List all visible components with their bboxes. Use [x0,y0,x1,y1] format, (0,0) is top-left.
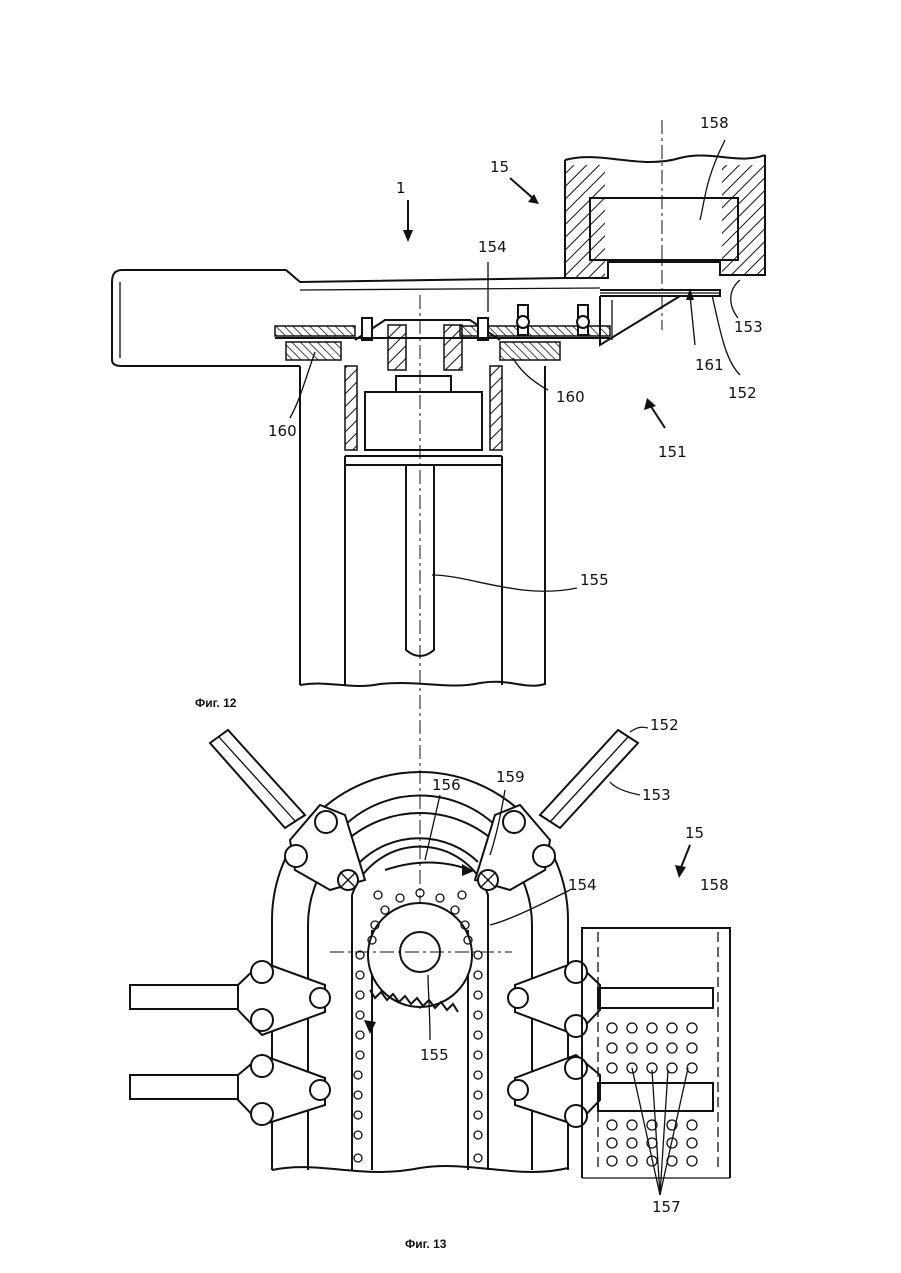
hole-157 [627,1156,637,1166]
figure-13: 152 153 156 159 15 154 158 155 157 Фиг. … [130,716,730,1251]
ref-label-154: 154 [478,238,507,256]
hole-157 [607,1023,617,1033]
hole-157 [627,1043,637,1053]
hole-157 [627,1023,637,1033]
side-gripper-plates [130,961,600,1127]
figure-12: 1 15 158 154 153 161 152 160 160 151 155… [112,114,765,1010]
ref-label-158-fig13: 158 [700,876,729,894]
central-gear [330,889,512,1162]
ref-label-151: 151 [658,443,687,461]
ref-label-161: 161 [695,356,724,374]
arm-plate [112,270,720,366]
hole-157 [607,1063,617,1073]
ref-label-160-left: 160 [268,422,297,440]
hole-157 [687,1120,697,1130]
hole-157 [687,1138,697,1148]
hole-157 [647,1043,657,1053]
hole-157 [607,1043,617,1053]
hole-157 [607,1120,617,1130]
hole-157 [687,1043,697,1053]
figure-12-caption: Фиг. 12 [195,696,237,710]
sprocket-holes-right [474,951,482,1162]
hole-157 [627,1138,637,1148]
ref-label-160-right: 160 [556,388,585,406]
hole-157 [687,1156,697,1166]
rotor-hub [275,305,610,370]
ref-label-159: 159 [496,768,525,786]
ref-label-154-fig13: 154 [568,876,597,894]
ref-label-15: 15 [490,158,509,176]
ref-label-153-fig13: 153 [642,786,671,804]
hole-157 [687,1063,697,1073]
hole-157 [607,1138,617,1148]
block-158-housing [565,120,765,330]
ref-label-156: 156 [432,776,461,794]
ref-label-152-fig13: 152 [650,716,679,734]
ref-label-15-fig13: 15 [685,824,704,842]
ref-label-152: 152 [728,384,757,402]
holes-157 [607,1023,697,1166]
ref-label-158: 158 [700,114,729,132]
hole-157 [647,1023,657,1033]
hole-157 [687,1023,697,1033]
sprocket-holes-left [354,951,364,1162]
ref-label-155-fig13: 155 [420,1046,449,1064]
ref-label-1: 1 [396,179,406,197]
hole-157 [667,1043,677,1053]
hole-157 [607,1156,617,1166]
hole-157 [627,1120,637,1130]
ref-label-155: 155 [580,571,609,589]
figure-13-caption: Фиг. 13 [405,1237,447,1251]
ref-label-157: 157 [652,1198,681,1216]
hole-157 [667,1023,677,1033]
ref-label-153: 153 [734,318,763,336]
